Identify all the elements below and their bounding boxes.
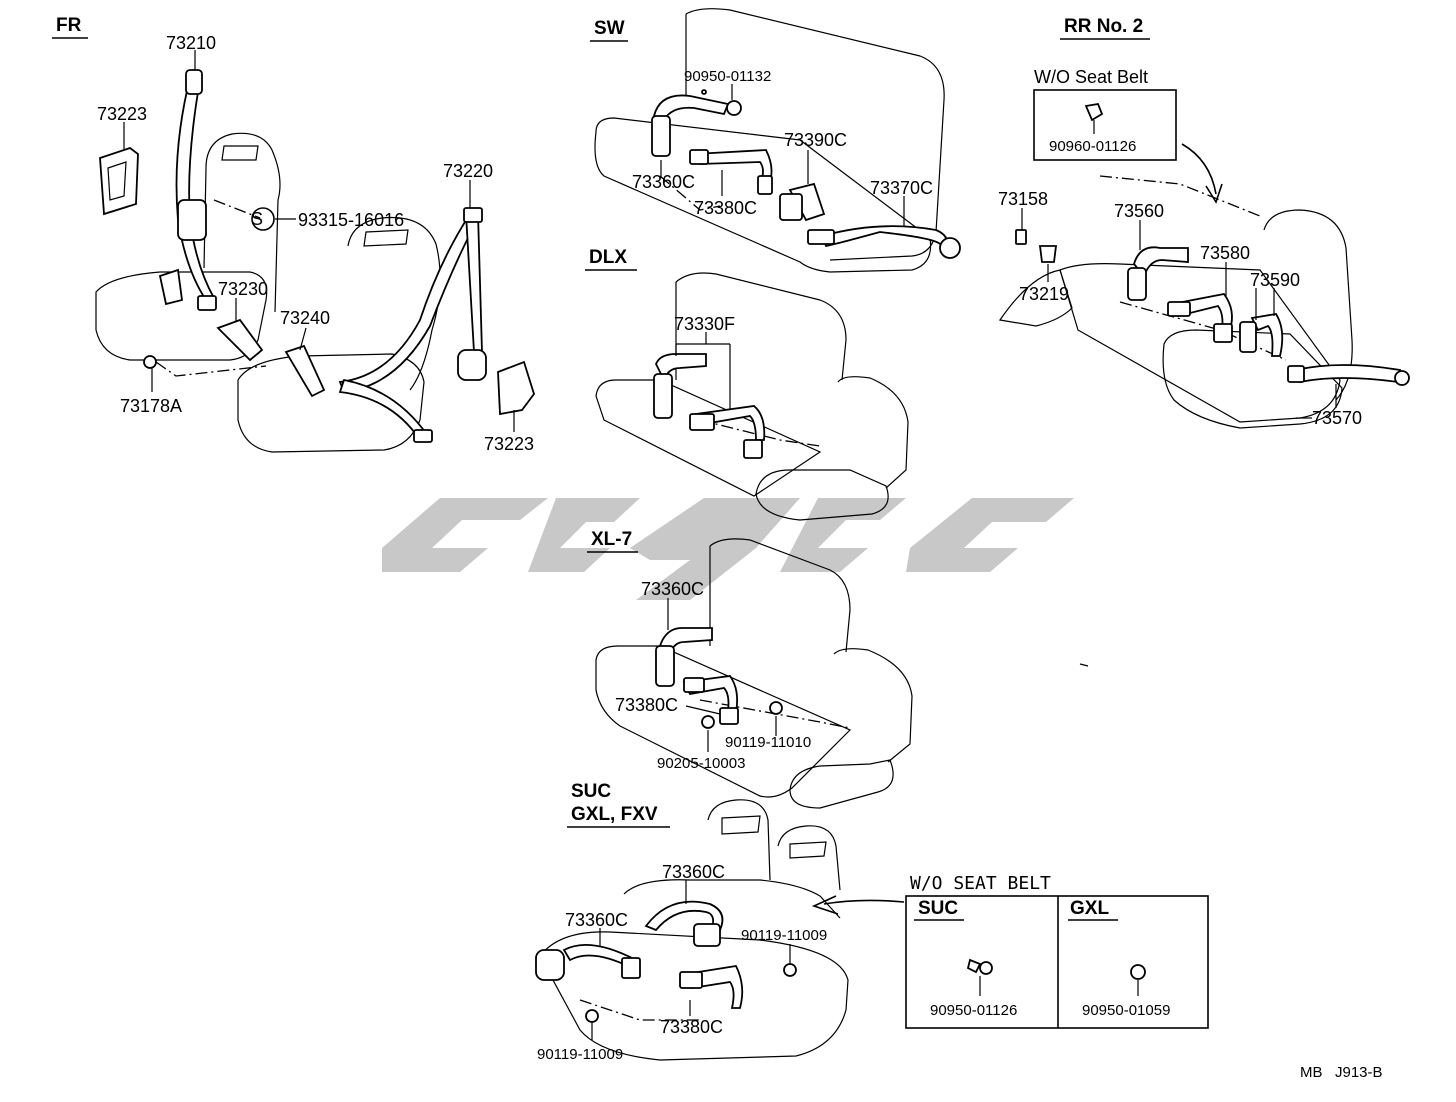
part-73590: 73590 (1250, 270, 1300, 290)
part-93315-16016: 93315-16016 (298, 210, 404, 230)
part-73370c: 73370C (870, 178, 933, 198)
part-90960-01126: 90960-01126 (1049, 138, 1136, 155)
part-90950-01132: 90950-01132 (684, 68, 771, 85)
part-73380c-suc: 73380C (660, 1017, 723, 1037)
part-73580: 73580 (1200, 243, 1250, 263)
part-73360c-suc-top: 73360C (662, 862, 725, 882)
section-header-sw: SW (594, 18, 625, 39)
section-header-gxl-fxv: GXL, FXV (571, 804, 658, 825)
part-90950-01059: 90950-01059 (1082, 1002, 1170, 1019)
part-73210: 73210 (166, 33, 216, 53)
drawing-code: MB J913-B (1300, 1064, 1383, 1081)
part-73219: 73219 (1019, 284, 1069, 304)
part-73158: 73158 (998, 189, 1048, 209)
section-header-fr: FR (56, 15, 82, 36)
part-73570: 73570 (1312, 408, 1362, 428)
section-header-rr-no2: RR No. 2 (1064, 16, 1143, 37)
wo-seat-belt-title: W/O SEAT BELT (910, 873, 1051, 894)
suc-seat-assembly (535, 799, 849, 1061)
part-73360c-sw: 73360C (632, 172, 695, 192)
section-header-xl7: XL-7 (591, 529, 632, 550)
wo-box-suc-title: SUC (918, 898, 958, 919)
s-symbol: S (251, 209, 263, 229)
part-90119-11010: 90119-11010 (725, 734, 811, 751)
rr-wo-seat-belt-title: W/O Seat Belt (1034, 67, 1148, 87)
part-90119-11009-bottom: 90119-11009 (537, 1046, 623, 1063)
part-73380c-sw: 73380C (694, 198, 757, 218)
wo-box-gxl-title: GXL (1070, 898, 1109, 919)
part-73230: 73230 (218, 279, 268, 299)
xl7-seat-assembly (595, 538, 913, 809)
part-73560: 73560 (1114, 201, 1164, 221)
fr-seat-assembly (95, 69, 535, 453)
part-73360c-suc-left: 73360C (565, 910, 628, 930)
part-90205-10003: 90205-10003 (657, 755, 745, 772)
rr-seat-assembly (998, 175, 1410, 429)
part-73178a: 73178A (120, 396, 182, 416)
part-73223-bottom: 73223 (484, 434, 534, 454)
rr-wo-seat-belt-box (1033, 89, 1177, 161)
sw-seat-assembly (594, 8, 961, 273)
wo-seat-belt-box (905, 895, 1209, 1029)
part-90950-01126: 90950-01126 (930, 1002, 1017, 1019)
part-73390c: 73390C (784, 130, 847, 150)
part-90119-11009-right: 90119-11009 (741, 927, 827, 944)
part-73220: 73220 (443, 161, 493, 181)
part-73240: 73240 (280, 308, 330, 328)
section-header-dlx: DLX (589, 247, 627, 268)
watermark-logo (382, 498, 1074, 600)
part-73223-top: 73223 (97, 104, 147, 124)
section-header-suc: SUC (571, 781, 611, 802)
part-73330f: 73330F (674, 314, 735, 334)
part-73380c-xl7: 73380C (615, 695, 678, 715)
dlx-seat-assembly (595, 272, 909, 521)
part-73360c-xl7: 73360C (641, 579, 704, 599)
